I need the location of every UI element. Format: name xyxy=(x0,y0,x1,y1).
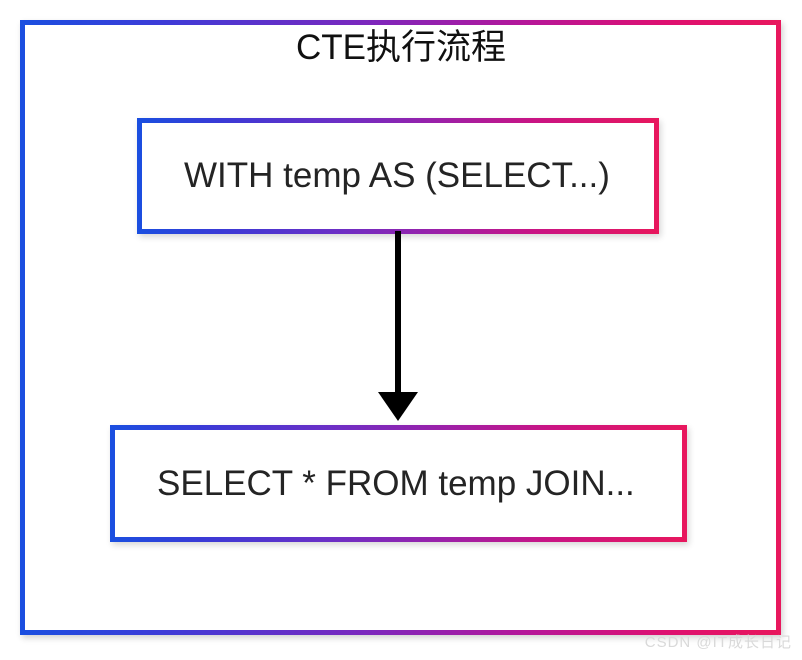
page-title: CTE执行流程 xyxy=(295,28,506,67)
flow-node-label: SELECT * FROM temp JOIN... xyxy=(157,463,635,503)
flow-node-cte-definition[interactable]: WITH temp AS (SELECT...) xyxy=(137,118,659,234)
flow-node-label: WITH temp AS (SELECT...) xyxy=(184,156,610,195)
watermark-text: CSDN @IT成长日记 xyxy=(644,634,792,651)
flow-arrow-connector xyxy=(378,231,418,421)
flow-node-cte-usage[interactable]: SELECT * FROM temp JOIN... xyxy=(110,425,687,542)
arrow-head xyxy=(378,392,418,421)
